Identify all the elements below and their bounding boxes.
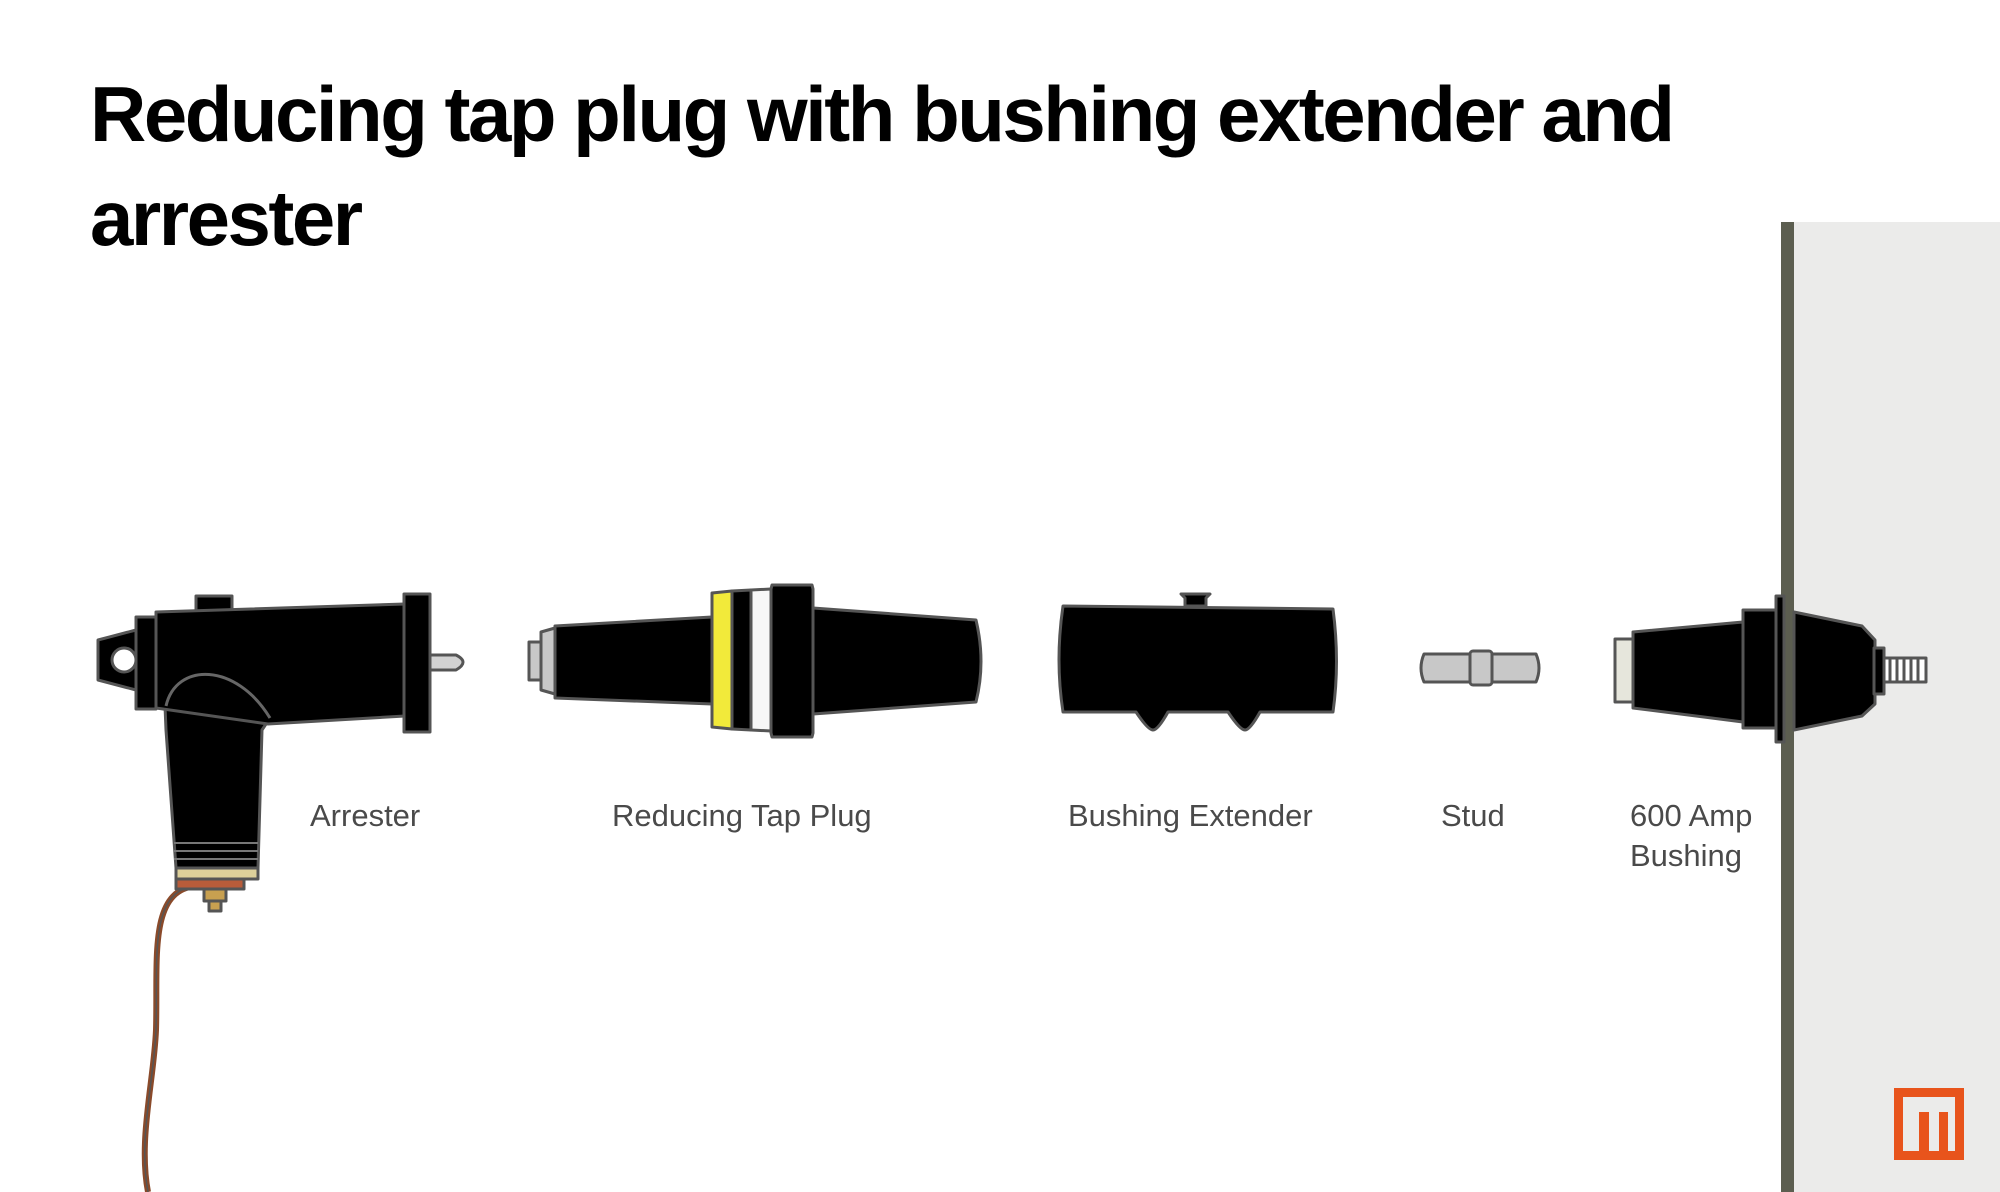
arrester-probe (428, 653, 465, 672)
ground-wire (141, 883, 197, 1192)
reducing-tap-plug-label: Reducing Tap Plug (612, 798, 872, 833)
bushing-label-line-2: Bushing (1630, 838, 1743, 873)
600-amp-bushing-label: 600 Amp Bushing (1630, 796, 1752, 876)
stud-label: Stud (1441, 798, 1505, 833)
bushing-extender-label: Bushing Extender (1068, 798, 1313, 833)
stud (1419, 649, 1541, 687)
arrester-label: Arrester (310, 798, 421, 833)
arrester-base-ring (174, 866, 260, 881)
arrester-housing (154, 602, 407, 726)
bushing-extender (1057, 592, 1338, 732)
m-logo-icon (1894, 1088, 1964, 1160)
page-title: Reducing tap plug with bushing extender … (90, 70, 1675, 262)
reducing-tap-plug (527, 583, 983, 739)
yellow-band (710, 589, 734, 731)
arrester (96, 592, 465, 1192)
equipment-wall (1781, 222, 1794, 1192)
600-amp-bushing (1613, 594, 1928, 744)
white-band (749, 587, 773, 733)
bushing-label-line-1: 600 Amp (1630, 798, 1753, 833)
